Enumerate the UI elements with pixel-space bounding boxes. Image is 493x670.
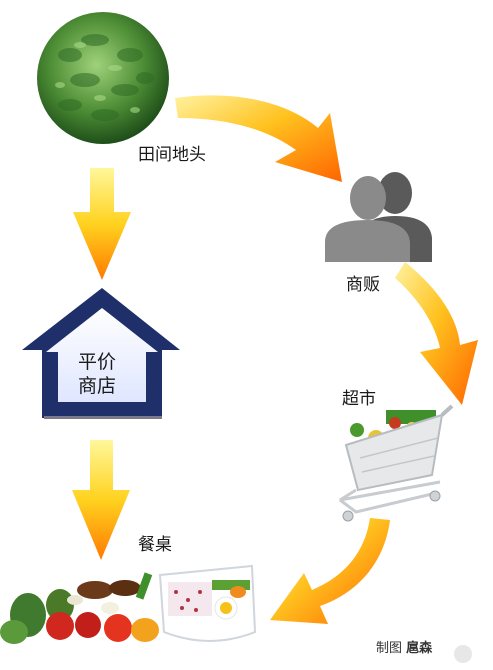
- arrow-field-to-shop: [73, 168, 131, 280]
- figure-credit: 制图 扈森: [376, 637, 432, 656]
- supermarket-cart-icon: [339, 404, 454, 533]
- node-label-field: 田间地头: [138, 145, 206, 165]
- credit-prefix: 制图: [376, 641, 403, 656]
- watermark-logo: [454, 645, 472, 663]
- arrow-shop-to-table: [72, 440, 130, 560]
- node-label-shop-line1: 平价: [78, 351, 117, 373]
- field-greens-image: [37, 12, 169, 144]
- node-label-table: 餐桌: [138, 535, 172, 555]
- node-label-supermarket: 超市: [342, 389, 376, 409]
- shop-house-icon: [22, 288, 180, 419]
- arrow-field-to-vendor: [175, 95, 342, 182]
- arrow-vendor-to-supermarket: [395, 262, 478, 405]
- arrow-supermarket-to-table: [270, 518, 390, 624]
- node-label-vendor: 商贩: [346, 275, 380, 295]
- node-label-shop-line2: 商店: [78, 375, 117, 397]
- table-food-image: [0, 564, 257, 644]
- credit-author: 扈森: [406, 641, 433, 656]
- vendor-person-icon: [325, 172, 432, 262]
